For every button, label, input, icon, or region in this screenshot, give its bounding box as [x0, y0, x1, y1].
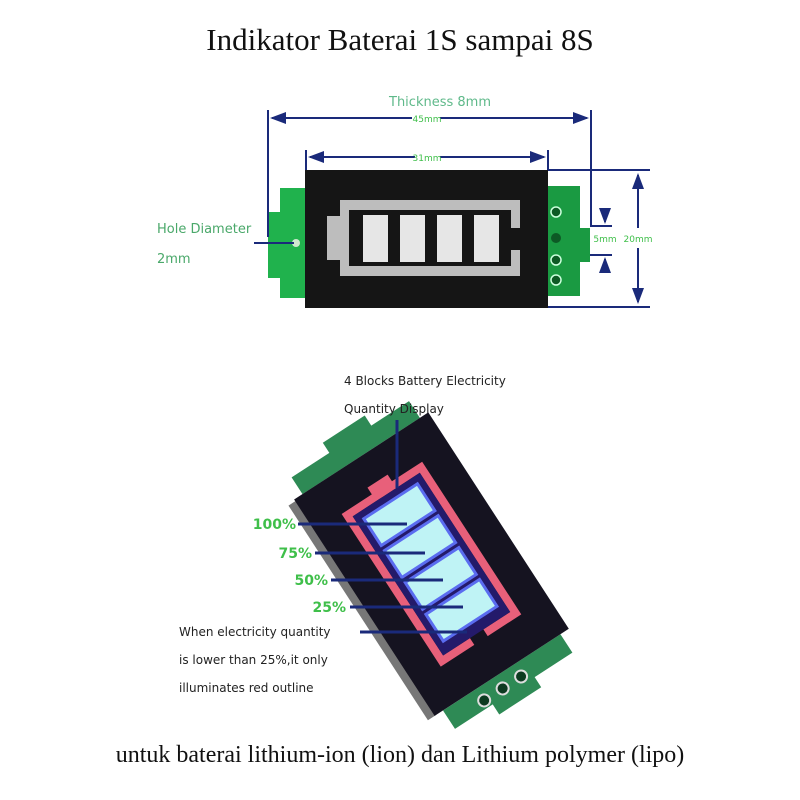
pin-pitch-label: 5mm — [593, 235, 616, 245]
hole-diameter-label: Hole Diameter — [157, 222, 252, 237]
note-line-2: is lower than 25%,it only — [179, 653, 328, 667]
caption-line-1: 4 Blocks Battery Electricity — [344, 374, 506, 388]
footer-caption: untuk baterai lithium-ion (lion) dan Lit… — [115, 742, 685, 768]
top-board — [268, 170, 590, 308]
pin-hole — [495, 681, 510, 696]
dimension-labels: Thickness 8mm 45mm 31mm 20mm 5mm Hole Di… — [157, 95, 653, 267]
level-label-25: 25% — [312, 600, 346, 616]
mounting-hole — [292, 239, 300, 247]
battery-block — [400, 215, 425, 262]
red-outline — [341, 461, 522, 667]
battery-block — [474, 215, 499, 262]
pin-hole — [550, 274, 562, 286]
pcb-top-tab — [291, 401, 420, 495]
pin-hole — [477, 693, 492, 708]
lit-block-75 — [382, 513, 458, 580]
level-label-50: 50% — [294, 573, 328, 589]
note-line-1: When electricity quantity — [179, 625, 331, 639]
board-side — [288, 500, 437, 721]
hole-diameter-value: 2mm — [157, 252, 191, 267]
lit-block-50 — [403, 545, 479, 612]
battery-outline — [327, 200, 520, 276]
level-label-75: 75% — [278, 546, 312, 562]
pin-hole — [550, 206, 562, 218]
level-label-100: 100% — [253, 517, 296, 533]
bottom-board — [288, 401, 573, 729]
page-title: Indikator Baterai 1S sampai 8S — [206, 22, 594, 57]
width-total-label: 45mm — [413, 115, 442, 125]
battery-block — [437, 215, 462, 262]
dimension-lines — [254, 110, 650, 308]
height-label: 20mm — [624, 235, 653, 245]
note-line-3: illuminates red outline — [179, 681, 314, 695]
pcb-bottom-tab — [443, 634, 573, 729]
pointer-lines — [298, 420, 467, 634]
bottom-labels: 4 Blocks Battery Electricity Quantity Di… — [179, 374, 506, 695]
pin-hole — [514, 669, 529, 684]
pin-hole — [551, 233, 561, 243]
width-display-label: 31mm — [413, 154, 442, 164]
lit-block-25 — [423, 577, 500, 644]
lit-block-100 — [361, 481, 437, 548]
caption-line-2: Quantity Display — [344, 402, 444, 416]
pin-hole — [550, 254, 562, 266]
thickness-label: Thickness 8mm — [388, 95, 491, 110]
battery-block — [363, 215, 388, 262]
